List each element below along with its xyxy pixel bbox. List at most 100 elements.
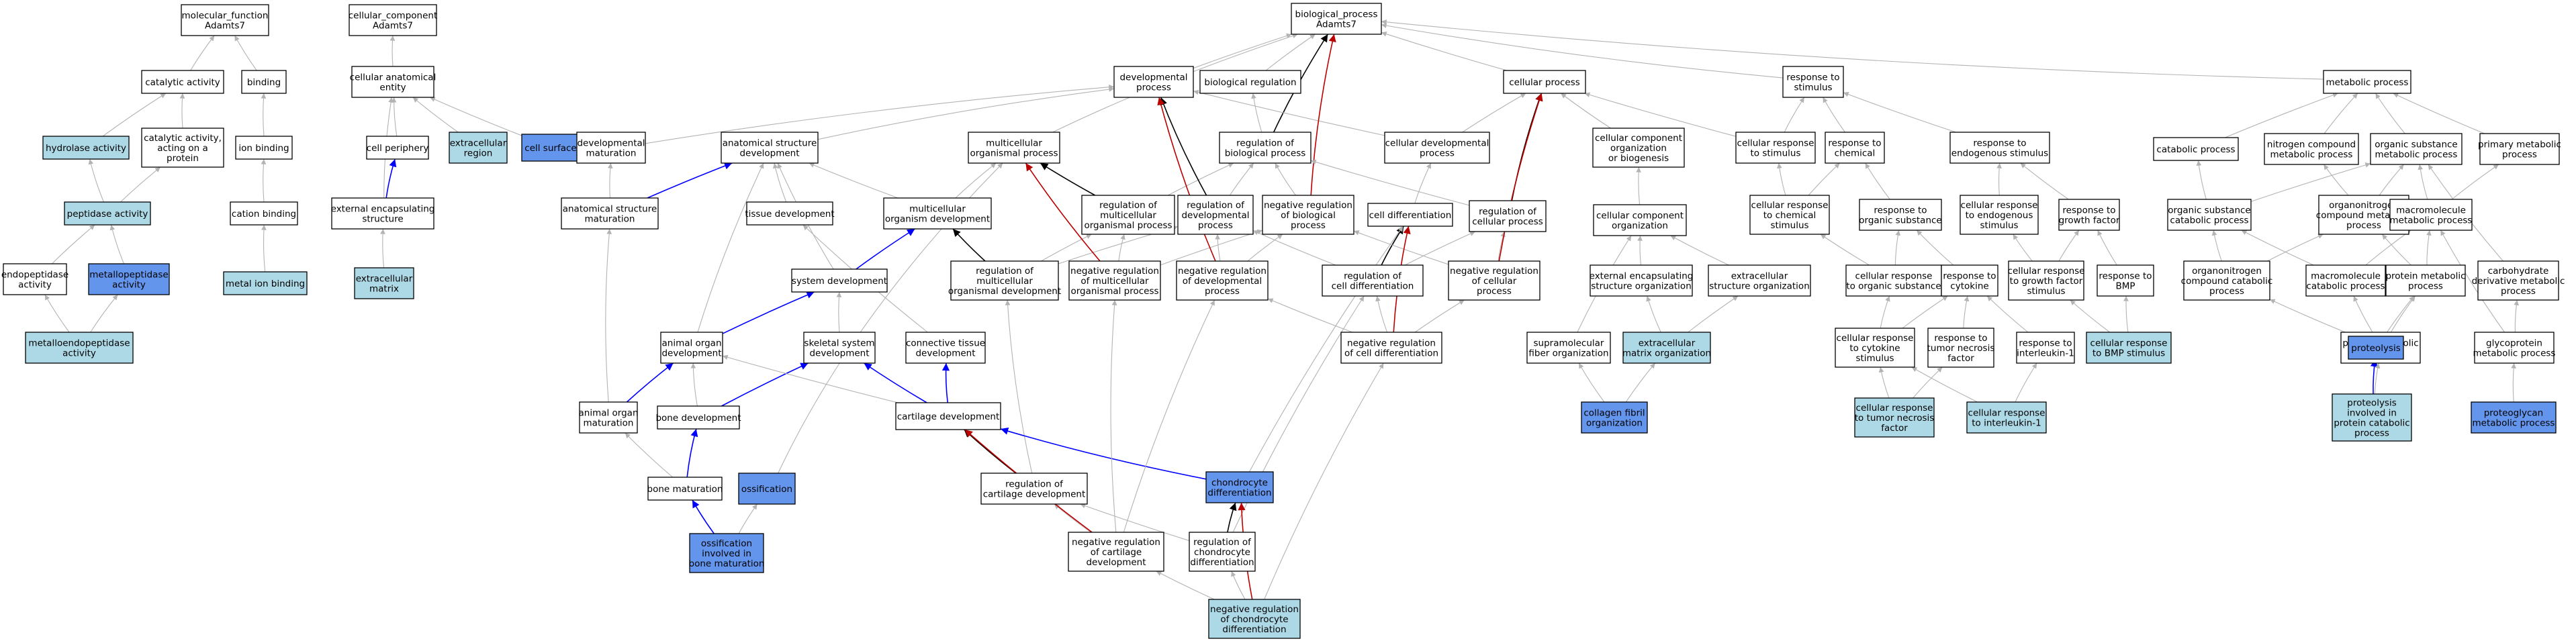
go-term-node-tissue-dev[interactable]: tissue development [745,201,835,226]
edge-is-a-tissue-dev-to-anat-dev [772,162,787,203]
go-term-node-ossification[interactable]: ossification [738,473,796,505]
edge-is-a-ossif-bone-mat-to-ossification [738,503,758,534]
go-term-node-cart-dev[interactable]: cartilage development [895,402,1001,430]
go-term-node-cell-proc[interactable]: cellular process [1503,70,1586,94]
go-term-node-sys-dev[interactable]: system development [791,268,888,293]
go-term-node-bone-mat[interactable]: bone maturation [647,477,723,501]
go-term-node-catab[interactable]: catabolic process [2153,137,2239,161]
go-term-node-peptidase[interactable]: peptidase activity [64,201,151,226]
go-term-node-catalytic[interactable]: catalytic activity [141,70,224,94]
go-term-node-metab-proc[interactable]: metabolic process [2323,70,2411,94]
go-term-node-cell-diff[interactable]: cell differentiation [1367,203,1453,227]
go-term-node-ion-binding[interactable]: ion binding [235,136,293,160]
go-term-node-cation-binding[interactable]: cation binding [230,201,298,226]
go-term-node-cell-periphery[interactable]: cell periphery [366,136,429,160]
node-box [3,263,67,295]
go-term-node-bio-reg[interactable]: biological regulation [1199,70,1301,94]
go-term-node-bone-dev[interactable]: bone development [655,405,741,430]
go-term-node-cell-surface[interactable]: cell surface [521,134,580,162]
go-term-node-hydrolase[interactable]: hydrolase activity [42,136,130,160]
go-term-node-metal-ion[interactable]: metal ion binding [223,271,308,295]
go-term-node-proteolysis[interactable]: proteolysis [2348,336,2404,360]
go-term-node-binding[interactable]: binding [241,70,287,94]
